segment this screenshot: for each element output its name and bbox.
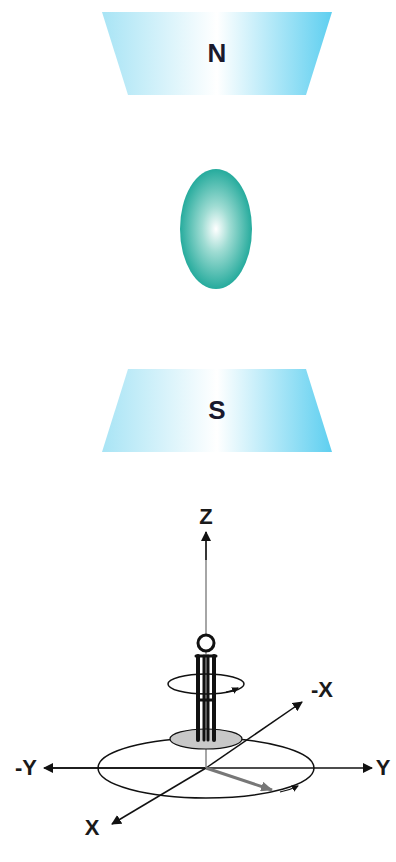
figure-disc — [170, 729, 242, 749]
figure-rotation-arrow — [226, 688, 238, 692]
pole-label: S — [208, 395, 225, 426]
axis-label: -Y — [15, 757, 37, 779]
pole-label: N — [208, 38, 227, 69]
direction-arrow — [206, 768, 272, 790]
axis-label: -X — [311, 679, 333, 701]
sample-ellipsoid — [180, 169, 252, 289]
figure-rotation — [168, 674, 244, 694]
magnet-pole: N — [102, 12, 332, 95]
y-axis-neg — [44, 767, 206, 769]
x-axis — [112, 768, 206, 824]
pole-piece-outline — [102, 369, 332, 452]
axis-label: Z — [199, 506, 212, 528]
magnet-pole: S — [102, 369, 332, 452]
axis-label: X — [85, 817, 100, 839]
stick-figure — [196, 635, 216, 740]
pole-piece-outline — [102, 12, 332, 95]
z-axis-head — [205, 532, 207, 560]
rotation-arrow — [280, 786, 298, 792]
axis-label: Y — [376, 757, 391, 779]
